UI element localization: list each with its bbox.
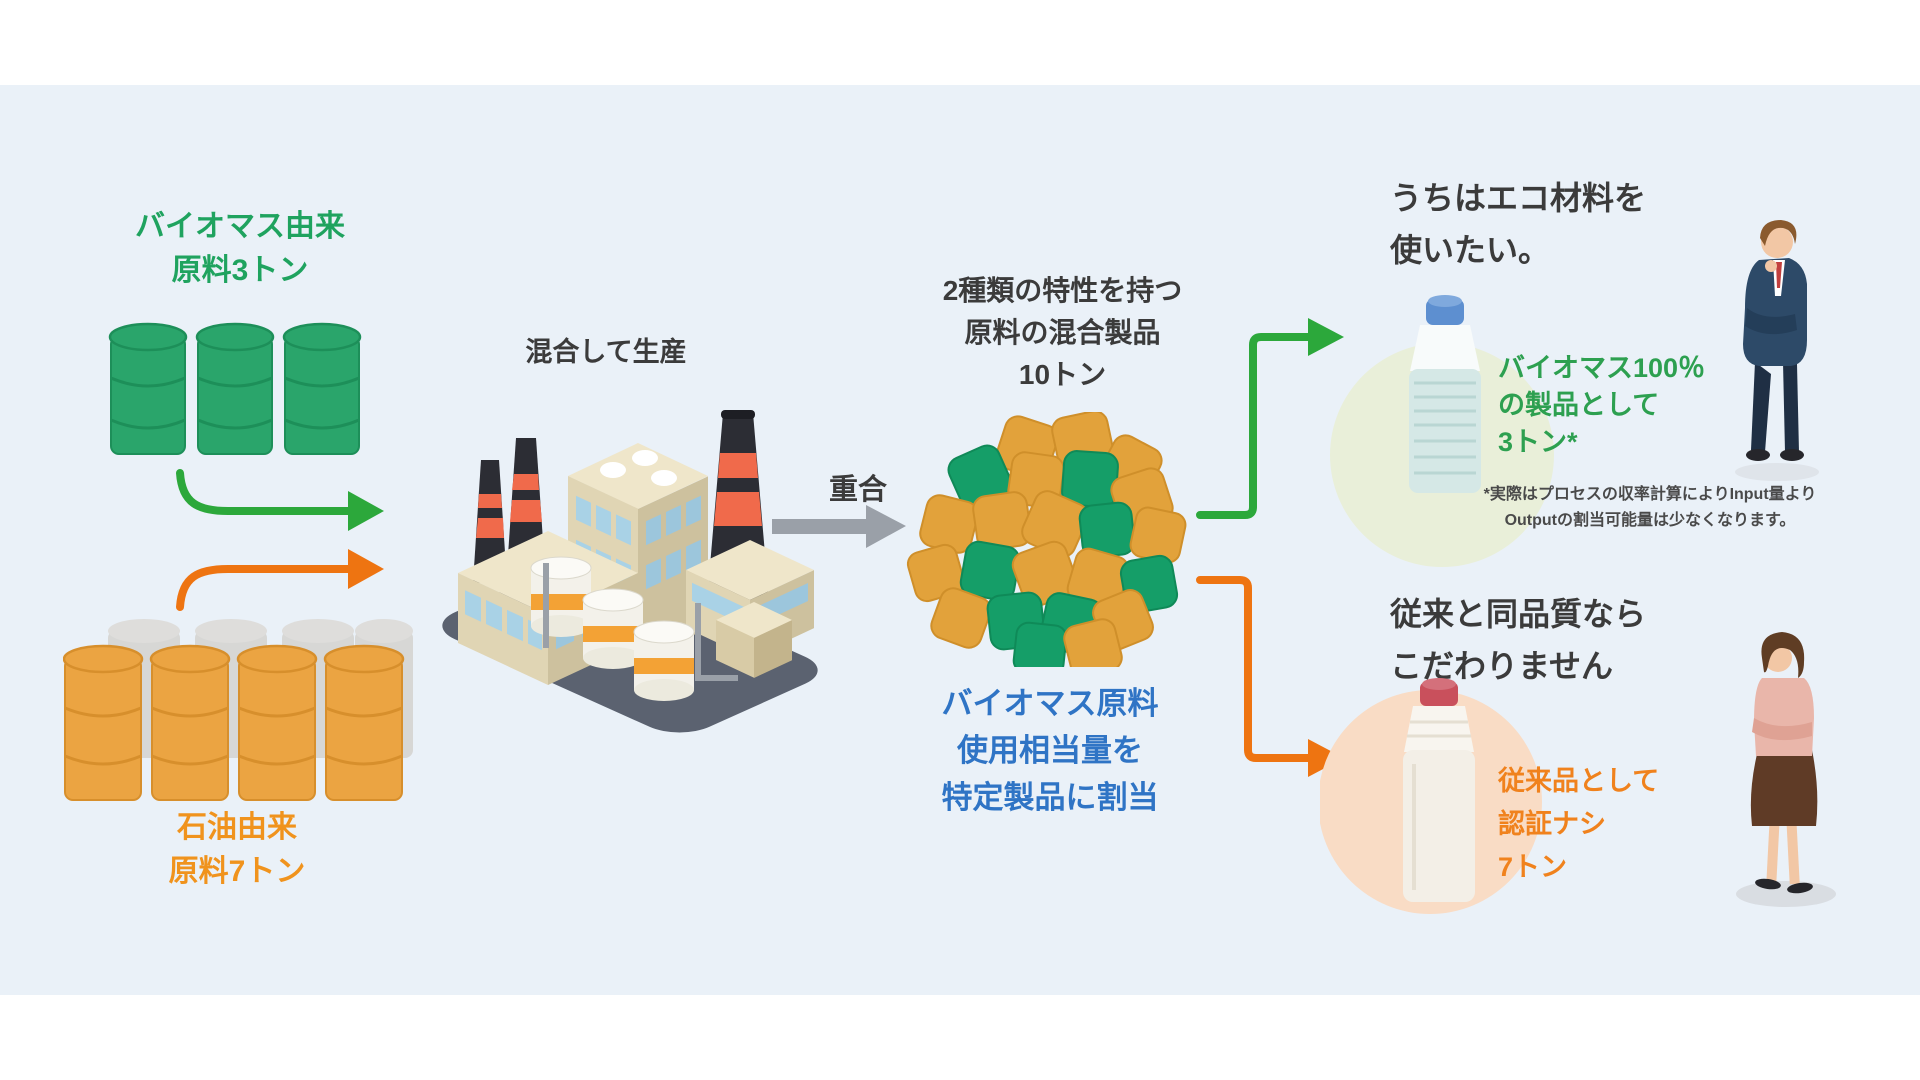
allocation-note: バイオマス原料 使用相当量を 特定製品に割当	[941, 686, 1159, 815]
process-arrow	[772, 505, 906, 548]
biomass-barrels-icon	[108, 322, 362, 455]
petroleum-barrels-icon	[63, 619, 413, 801]
factory-icon	[442, 410, 818, 733]
orange-barrels	[63, 644, 405, 801]
pipe	[695, 603, 738, 681]
crossed-arm	[1745, 308, 1797, 335]
mixed-product-caption: 2種類の特性を持つ 原料の混合製品 10トン	[942, 275, 1183, 390]
conventional-allocation-label: 従来品として 認証ナシ 7トン	[1498, 766, 1660, 882]
factory-label: 混合して生産	[525, 337, 687, 367]
hand	[1765, 260, 1777, 272]
hair	[1760, 220, 1797, 246]
eco-allocation-label: バイオマス100％ の製品として 3トン*	[1498, 353, 1706, 457]
polymerization-label: 重合	[828, 474, 887, 506]
suit	[1743, 258, 1807, 366]
input-arrows	[176, 469, 384, 611]
blouse	[1754, 678, 1814, 756]
conventional-bottle-icon	[1320, 678, 1542, 914]
businessman-icon	[1735, 220, 1819, 481]
biomass-arrow	[176, 469, 352, 515]
businesswoman-icon	[1736, 632, 1836, 907]
petroleum-source-label: 石油由来 原料7トン	[168, 811, 306, 888]
eco-output-arrow	[1196, 333, 1312, 519]
conventional-output-arrowhead	[1308, 739, 1344, 777]
conventional-output-arrow	[1196, 576, 1312, 762]
petroleum-arrow	[176, 565, 352, 611]
eco-output-arrowhead	[1308, 318, 1344, 356]
storage-tanks	[530, 556, 695, 701]
pellet-pile-icon	[906, 412, 1187, 667]
biomass-source-label: バイオマス由来 原料3トン	[135, 210, 345, 287]
hair	[1761, 632, 1805, 678]
tie	[1776, 262, 1782, 288]
biomass-arrowhead	[348, 491, 384, 531]
skirt	[1750, 750, 1818, 826]
petroleum-arrowhead	[348, 549, 384, 589]
conventional-customer-quote: 従来と同品質なら こだわりません	[1390, 596, 1647, 684]
output-arrows	[1196, 318, 1344, 777]
yield-footnote: *実際はプロセスの収率計算によりInput量より Outputの割当可能量は少な…	[1483, 486, 1817, 529]
crate	[716, 602, 792, 678]
crossed-arm	[1752, 718, 1812, 741]
process-arrowhead	[866, 505, 906, 548]
eco-bottle-icon	[1330, 295, 1554, 567]
eco-customer-quote: うちはエコ材料を 使いたい。	[1390, 180, 1647, 268]
